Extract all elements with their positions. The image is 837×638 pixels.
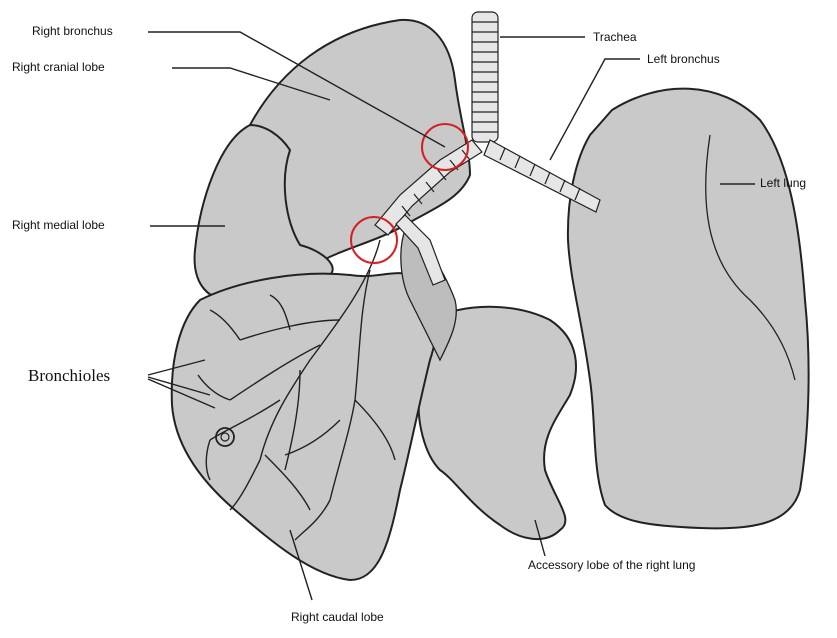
label-accessory-lobe: Accessory lobe of the right lung bbox=[528, 558, 695, 572]
label-left-lung: Left lung bbox=[760, 176, 806, 190]
label-right-cranial-lobe: Right cranial lobe bbox=[12, 60, 105, 74]
left-lung-shape bbox=[568, 89, 809, 529]
label-right-medial-lobe: Right medial lobe bbox=[12, 218, 105, 232]
label-trachea: Trachea bbox=[593, 30, 637, 44]
trachea-shape bbox=[472, 12, 498, 142]
label-right-caudal-lobe: Right caudal lobe bbox=[291, 610, 384, 624]
right-caudal-lobe-shape bbox=[172, 273, 437, 580]
label-right-bronchus: Right bronchus bbox=[32, 24, 113, 38]
label-left-bronchus: Left bronchus bbox=[647, 52, 720, 66]
label-bronchioles: Bronchioles bbox=[28, 366, 110, 386]
